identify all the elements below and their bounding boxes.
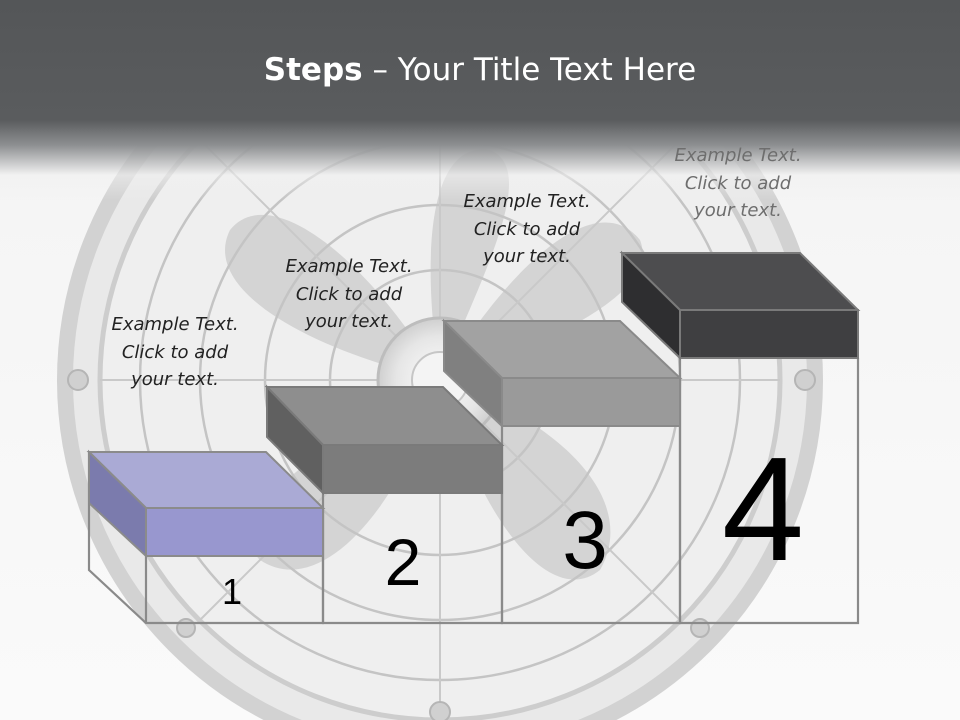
step-1-number: 1: [222, 571, 242, 612]
title-bold: Steps: [263, 52, 363, 88]
step-2-caption[interactable]: Example Text. Click to add your text.: [264, 253, 434, 336]
step-4-caption-line: Click to add: [684, 172, 792, 194]
step-3-caption-line: your text.: [483, 246, 571, 267]
step-4-caption[interactable]: Example Text. Click to add your text.: [653, 142, 823, 225]
step-1-caption[interactable]: Example Text. Click to add your text.: [90, 311, 260, 394]
step-1-caption-line: Example Text.: [111, 314, 239, 335]
step-3-caption-line: Example Text.: [463, 191, 591, 212]
step-2-caption-line: your text.: [305, 311, 393, 332]
slide-title[interactable]: Steps – Your Title Text Here: [0, 52, 960, 88]
step-4-block[interactable]: [619, 250, 861, 361]
step-3-caption[interactable]: Example Text. Click to add your text.: [442, 188, 612, 271]
step-2-number: 2: [385, 525, 422, 599]
step-4-number: 4: [722, 427, 804, 592]
step-2-caption-line: Click to add: [295, 283, 403, 305]
title-bar: Steps – Your Title Text Here: [0, 0, 960, 200]
title-rest: – Your Title Text Here: [362, 52, 697, 88]
step-3-number: 3: [562, 495, 608, 586]
step-1-block[interactable]: [86, 449, 326, 559]
step-2-block[interactable]: [264, 384, 505, 496]
step-1-caption-line: Click to add: [121, 341, 229, 363]
step-1-caption-line: your text.: [131, 369, 219, 390]
step-4-caption-line: your text.: [694, 200, 782, 221]
step-2-caption-line: Example Text.: [285, 256, 413, 277]
step-3-caption-line: Click to add: [473, 218, 581, 240]
step-4-caption-line: Example Text.: [674, 145, 802, 166]
step-4-frame: [678, 358, 860, 625]
step-3-block[interactable]: [441, 318, 683, 429]
